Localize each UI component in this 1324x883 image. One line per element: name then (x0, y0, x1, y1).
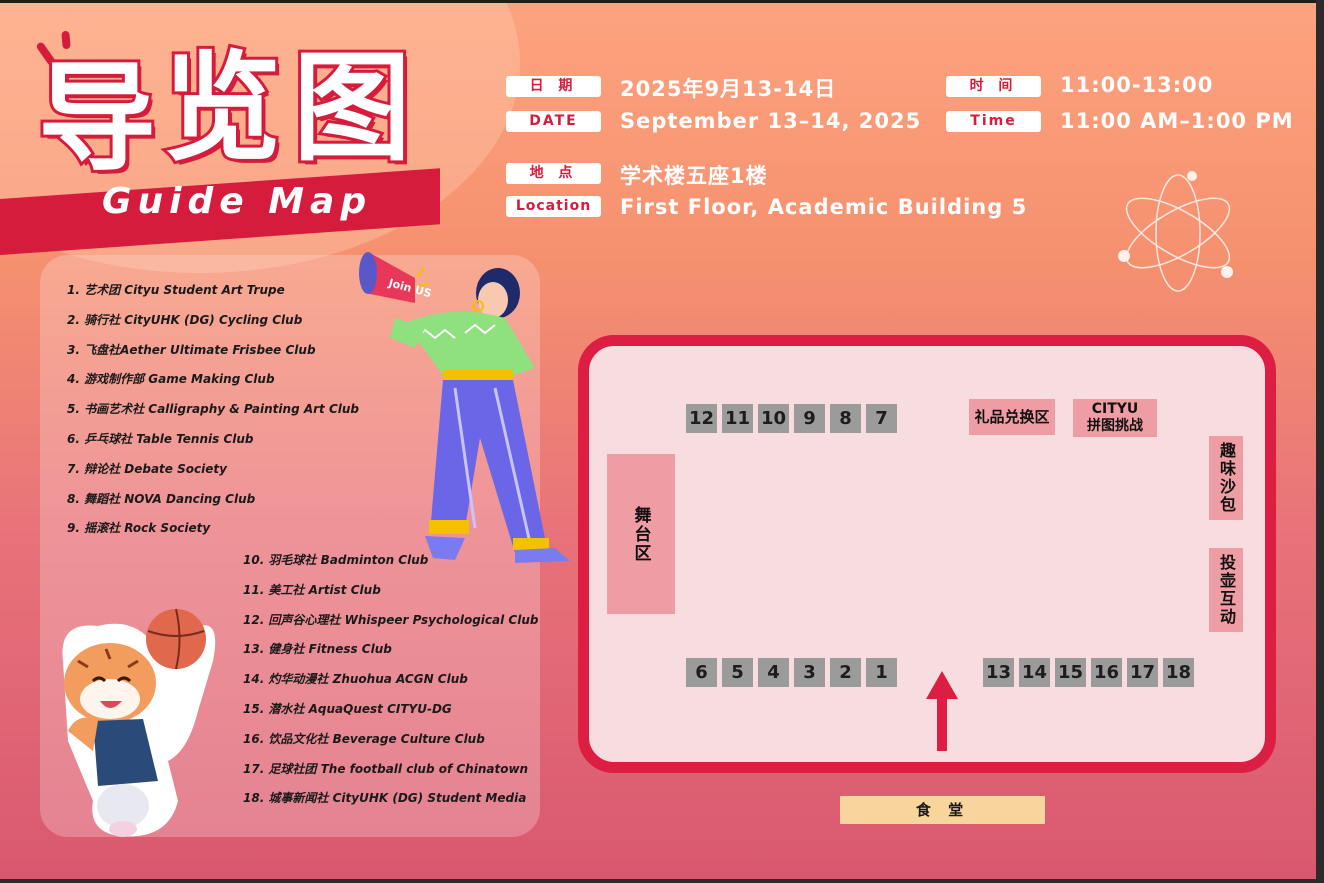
club-list-item: 3. 飞盘社Aether Ultimate Frisbee Club (67, 342, 316, 357)
club-list-item: 2. 骑行社 CityUHK (DG) Cycling Club (67, 312, 303, 327)
puzzle-challenge-line1: CITYU (1091, 401, 1139, 417)
entrance-arrow-icon (926, 671, 958, 751)
club-list-item: 16. 饮品文化社 Beverage Culture Club (243, 731, 485, 746)
atom-icon (1118, 171, 1233, 292)
club-list-item: 18. 城事新闻社 CityUHK (DG) Student Media (243, 791, 527, 806)
booth-4: 4 (758, 658, 789, 687)
booth-3: 3 (794, 658, 825, 687)
club-list-item: 10. 羽毛球社 Badminton Club (243, 553, 429, 567)
date-en: September 13–14, 2025 (620, 109, 922, 133)
booth-2: 2 (830, 658, 861, 687)
booth-9: 9 (794, 404, 825, 433)
booth-12: 12 (686, 404, 717, 433)
booth-16: 16 (1091, 658, 1122, 687)
stage-area: 舞台区 (607, 454, 675, 614)
club-list-item: 11. 美工社 Artist Club (243, 582, 381, 597)
page-subtitle: Guide Map (102, 181, 373, 222)
page-title: 导 览 图 (35, 39, 414, 187)
booth-17: 17 (1127, 658, 1158, 687)
club-list-item: 8. 舞蹈社 NOVA Dancing Club (67, 491, 256, 506)
club-list-item: 14. 灼华动漫社 Zhuohua ACGN Club (243, 672, 468, 687)
booth-6: 6 (686, 658, 717, 687)
time-label-en: Time (946, 111, 1041, 132)
booth-10: 10 (758, 404, 789, 433)
booth-8: 8 (830, 404, 861, 433)
booth-11: 11 (722, 404, 753, 433)
gift-exchange-area: 礼品兑换区 (969, 399, 1055, 435)
booth-18: 18 (1163, 658, 1194, 687)
puzzle-challenge-line2: 拼图挑战 (1087, 418, 1143, 434)
booth-1: 1 (866, 658, 897, 687)
date-label-en: DATE (506, 111, 601, 132)
puzzle-challenge-area: CITYU 拼图挑战 (1073, 399, 1157, 437)
club-list-item: 4. 游戏制作部 Game Making Club (67, 372, 275, 387)
location-en: First Floor, Academic Building 5 (620, 195, 1028, 219)
time-zh: 11:00-13:00 (1060, 73, 1214, 97)
club-list-item: 12. 回声谷心理社 Whispeer Psychological Club (243, 612, 539, 627)
girl-megaphone-illustration: Join US (359, 252, 570, 563)
pitch-pot-area: 投壶互动 (1209, 548, 1243, 632)
location-label-en: Location (506, 196, 601, 217)
club-list-item: 9. 摇滚社 Rock Society (67, 521, 211, 536)
date-zh: 2025年9月13-14日 (620, 77, 837, 101)
booth-5: 5 (722, 658, 753, 687)
booth-7: 7 (866, 404, 897, 433)
club-list-item: 15. 潜水社 AquaQuest CITYU-DG (243, 702, 452, 716)
club-list-item: 7. 辩论社 Debate Society (67, 461, 227, 476)
time-label-zh: 时 间 (946, 76, 1041, 97)
booth-15: 15 (1055, 658, 1086, 687)
club-list-item: 1. 艺术团 Cityu Student Art Trupe (67, 283, 285, 297)
club-list-item: 13. 健身社 Fitness Club (243, 642, 392, 657)
location-label-zh: 地 点 (506, 163, 601, 184)
club-list-item: 6. 乒乓球社 Table Tennis Club (67, 432, 254, 446)
date-label-zh: 日 期 (506, 76, 601, 97)
canteen-label: 食 堂 (840, 796, 1045, 824)
time-en: 11:00 AM–1:00 PM (1060, 109, 1294, 133)
tiger-mascot-illustration (62, 608, 216, 837)
location-zh: 学术楼五座1楼 (620, 164, 768, 188)
booth-14: 14 (1019, 658, 1050, 687)
sandbag-game-area: 趣味沙包 (1209, 436, 1243, 520)
club-list-item: 17. 足球社团 The football club of Chinatown (243, 761, 529, 776)
club-list-item: 5. 书画艺术社 Calligraphy & Painting Art Club (67, 402, 360, 417)
booth-13: 13 (983, 658, 1014, 687)
